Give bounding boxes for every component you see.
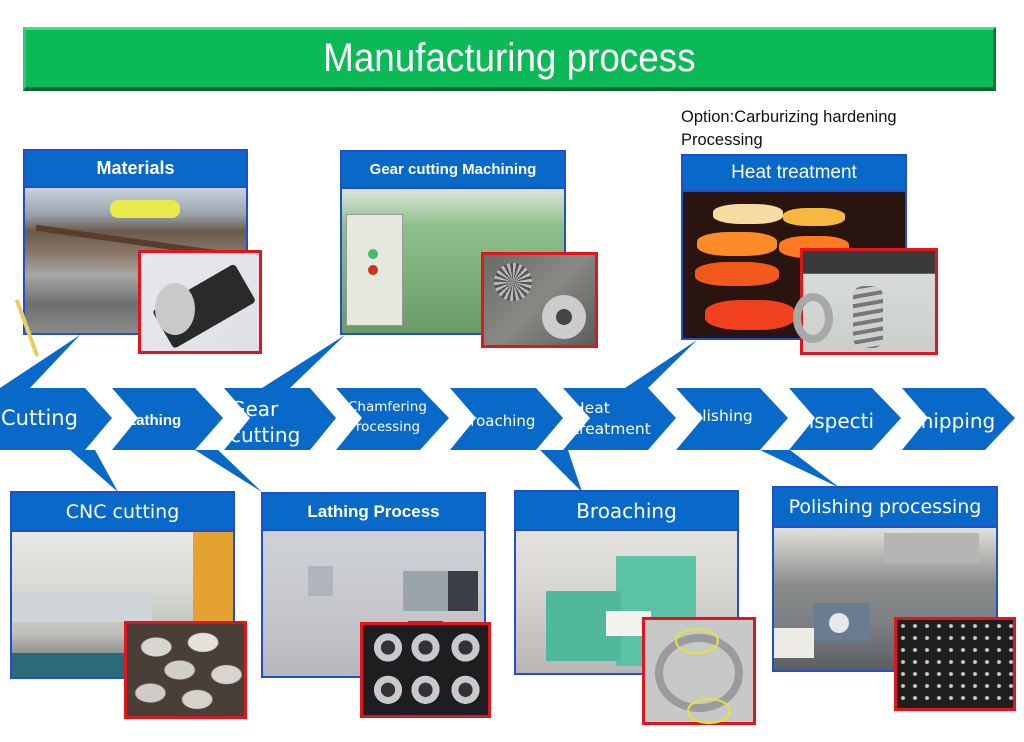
step-chevron-heat-treatment <box>563 388 676 450</box>
card-polishing-title: Polishing processing <box>774 488 996 528</box>
callout-connector-gear-cutting <box>262 335 345 388</box>
callout-connector-cnc <box>70 450 118 492</box>
title-banner: Manufacturing process <box>23 27 996 91</box>
callout-connector-polishing <box>760 450 840 488</box>
step-chevron-lathing <box>112 388 223 450</box>
step-chevron-cutting <box>0 388 112 450</box>
callout-connector-broaching <box>540 450 582 492</box>
step-chevron-gear-cutting <box>224 388 336 450</box>
heat-treatment-inset-photo <box>793 248 938 355</box>
step-label-chamfering: Chamfering Processing <box>348 399 427 435</box>
polishing-inset-photo <box>894 617 1016 711</box>
step-label-broaching: Broaching <box>460 412 536 430</box>
step-chevron-chamfering <box>336 388 449 450</box>
option-note: Option:Carburizing hardening Processing <box>681 108 897 149</box>
step-chevron-polishing <box>676 388 788 450</box>
card-broaching: Broaching <box>514 490 739 675</box>
card-materials-title: Materials <box>25 151 246 188</box>
card-heat-treatment-title: Heat treatment <box>683 156 905 192</box>
step-label-inspection: inspecti <box>796 409 875 433</box>
broaching-inset-photo <box>642 617 756 725</box>
step-label-polishing: Polishing <box>684 407 753 425</box>
materials-inset-photo <box>138 250 262 354</box>
broaching-photo <box>516 531 737 673</box>
step-label-cutting: Cutting <box>1 406 78 430</box>
card-cnc-cutting-title: CNC cutting <box>12 493 233 532</box>
step-label-heat-treatment: Heat treatment <box>573 399 651 438</box>
lathing-inset-photo <box>360 622 491 718</box>
step-label-gear-cutting: Gear cutting <box>230 397 301 447</box>
page-title: Manufacturing process <box>323 36 696 80</box>
step-label-lathing: Lathing <box>127 412 182 429</box>
card-gear-cutting: Gear cutting Machining <box>340 150 566 335</box>
card-gear-cutting-title: Gear cutting Machining <box>342 152 564 189</box>
cnc-cutting-inset-photo <box>124 621 247 719</box>
step-chevron-shipping <box>902 388 1015 450</box>
step-chevron-inspection <box>789 388 901 450</box>
card-lathing-title: Lathing Process <box>263 494 484 531</box>
polishing-photo <box>774 528 996 670</box>
callout-connector-lathing <box>195 450 262 492</box>
step-chevron-broaching <box>450 388 563 450</box>
callout-connector-heat-treatment <box>625 340 697 388</box>
callout-connector-materials <box>0 335 80 388</box>
gear-cutting-inset-photo <box>481 252 598 348</box>
card-broaching-title: Broaching <box>516 492 737 531</box>
step-label-shipping: Shipping <box>908 409 996 433</box>
